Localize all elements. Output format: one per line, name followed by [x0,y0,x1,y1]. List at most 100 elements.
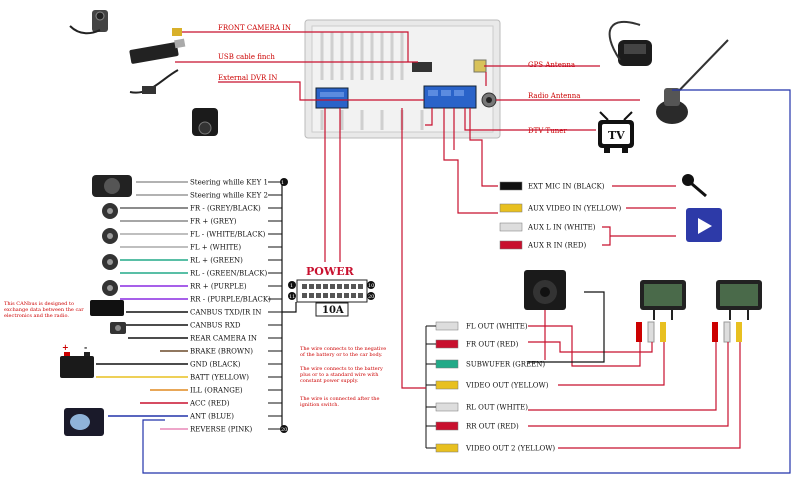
left-pin-marker [280,178,288,186]
left-wire-label: Steering whille KEY 1 [190,179,268,187]
input-label: AUX L IN (WHITE) [527,224,596,232]
input-label: EXT MIC IN (BLACK) [528,183,605,191]
note-line: ignition switch. [300,402,340,408]
left-wire-label: BATT (YELLOW) [190,374,249,382]
front-camera-label: FRONT CAMERA IN [218,24,291,32]
output-label: FL OUT (WHITE) [466,323,528,331]
note-line: plus or to a standard wire with [300,372,379,378]
note-line: The wire connects to the battery [300,366,383,372]
input-plug [499,181,523,191]
subwoofer-icon [524,270,566,310]
output-label: RL OUT (WHITE) [466,404,528,412]
left-wire-label: CANBUS RXD [190,322,241,330]
output-plug [435,380,459,390]
output-cable [401,108,426,389]
pin-1-label: 1 [290,283,293,289]
left-wire-label: FL + (WHITE) [190,244,241,252]
left-wire-label: Steering whille KEY 2 [190,192,268,200]
canbus-note-line: exchange data between the car [4,307,84,313]
note-line: The wire connects to the negative [300,346,386,352]
gps-antenna-icon [608,20,652,66]
note-line: The wire is connected after the [300,396,379,402]
headrest-monitor-left-icon [640,280,686,320]
canbus-note-line: electronics and the radio. [4,313,69,319]
video-clapper-icon [686,208,722,242]
power-pin-markers: 1 11 10 20 [288,281,375,300]
gps-label: GPS Antenna [528,61,575,69]
tv-icon: TV [598,111,634,153]
left-wire-label: BRAKE (BROWN) [190,348,253,356]
rear-camera-icon [110,322,126,334]
input-label: AUX R IN (RED) [527,242,586,250]
output-label: RR OUT (RED) [466,423,519,431]
left-wire-label: REAR CAMERA IN [190,335,257,343]
output-plug [435,339,459,349]
usb-socket [412,62,432,72]
usb-label: USB cable finch [218,53,275,61]
left-wire-label: ACC (RED) [189,400,230,408]
left-wire-label: RR + (PURPLE) [190,283,247,291]
power-connector: 10A [296,279,368,317]
mic-icon [682,174,707,198]
fuse-box [315,302,349,317]
output-connectors: FL OUT (WHITE)FR OUT (RED)SUBWUFER (GREE… [425,321,555,453]
subwoofer-wire [528,291,605,363]
left-wire-label: FR + (GREY) [190,218,237,226]
left-pin-label: 20 [281,427,287,433]
headlight-icon [64,408,104,436]
fuse-label: 10A [322,305,344,316]
battery-icon: + - [60,342,94,378]
canbus-box-icon [90,300,124,316]
input-plug [499,222,523,232]
left-wire-label: RL + (GREEN) [190,257,243,265]
output-label: VIDEO OUT (YELLOW) [465,382,549,390]
headrest-monitor-right-icon [716,280,762,320]
pin-11-label: 11 [289,294,295,300]
input-plug [499,203,523,213]
power-cable [324,108,341,262]
output-plug [435,321,459,331]
output-plug [435,443,459,453]
left-wire-label: REVERSE (PINK) [190,426,253,434]
battery-plus: + [62,342,69,352]
note-line: constant power supply. [300,378,359,384]
input-plug [499,240,523,250]
monitor-wires [528,310,741,449]
output-plug [435,359,459,369]
battery-minus: - [84,342,87,352]
tv-label: TV [608,129,625,142]
note-line: of the battery or to the car body. [300,352,383,358]
speaker-icons [102,203,118,296]
av-socket [423,85,477,109]
usb-stick-icon [129,38,186,94]
left-pin-label: 1 [281,180,284,186]
input-label: AUX VIDEO IN (YELLOW) [527,205,621,213]
left-wire-label: GND (BLACK) [190,361,241,369]
output-plug [435,402,459,412]
radio-antenna-icon [656,39,729,124]
radio-antenna-label: Radio Antenna [528,92,580,100]
left-wire-label: FL - (WHITE/BLACK) [190,231,266,239]
head-unit [304,19,501,139]
front-camera-connector [172,28,182,36]
left-wire-label: FR - (GREY/BLACK) [190,205,261,213]
output-label: SUBWUFER (GREEN) [466,361,545,369]
av-cable-wires [443,108,498,214]
front-camera-icon [69,10,108,35]
left-wire-label: RL - (GREEN/BLACK) [190,270,267,278]
power-socket [315,87,349,109]
left-wire-label: CANBUS TXD/IR IN [190,309,261,317]
dvr-label: External DVR IN [218,74,277,82]
monitor-rca-plugs [636,321,742,343]
antenna-blue-wire [142,89,791,474]
steering-wheel-icon [92,175,132,197]
output-label: VIDEO OUT 2 (YELLOW) [465,445,555,453]
left-wire-label: ILL (ORANGE) [190,387,243,395]
